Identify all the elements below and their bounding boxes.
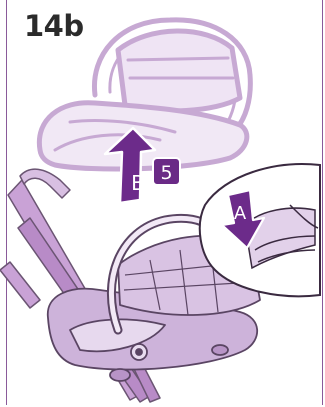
step-badge-number: 5 [160,162,172,184]
arrow-a-label: A [234,203,247,224]
arrow-b-label: B [131,171,145,195]
step-badge: 5 [153,158,180,185]
